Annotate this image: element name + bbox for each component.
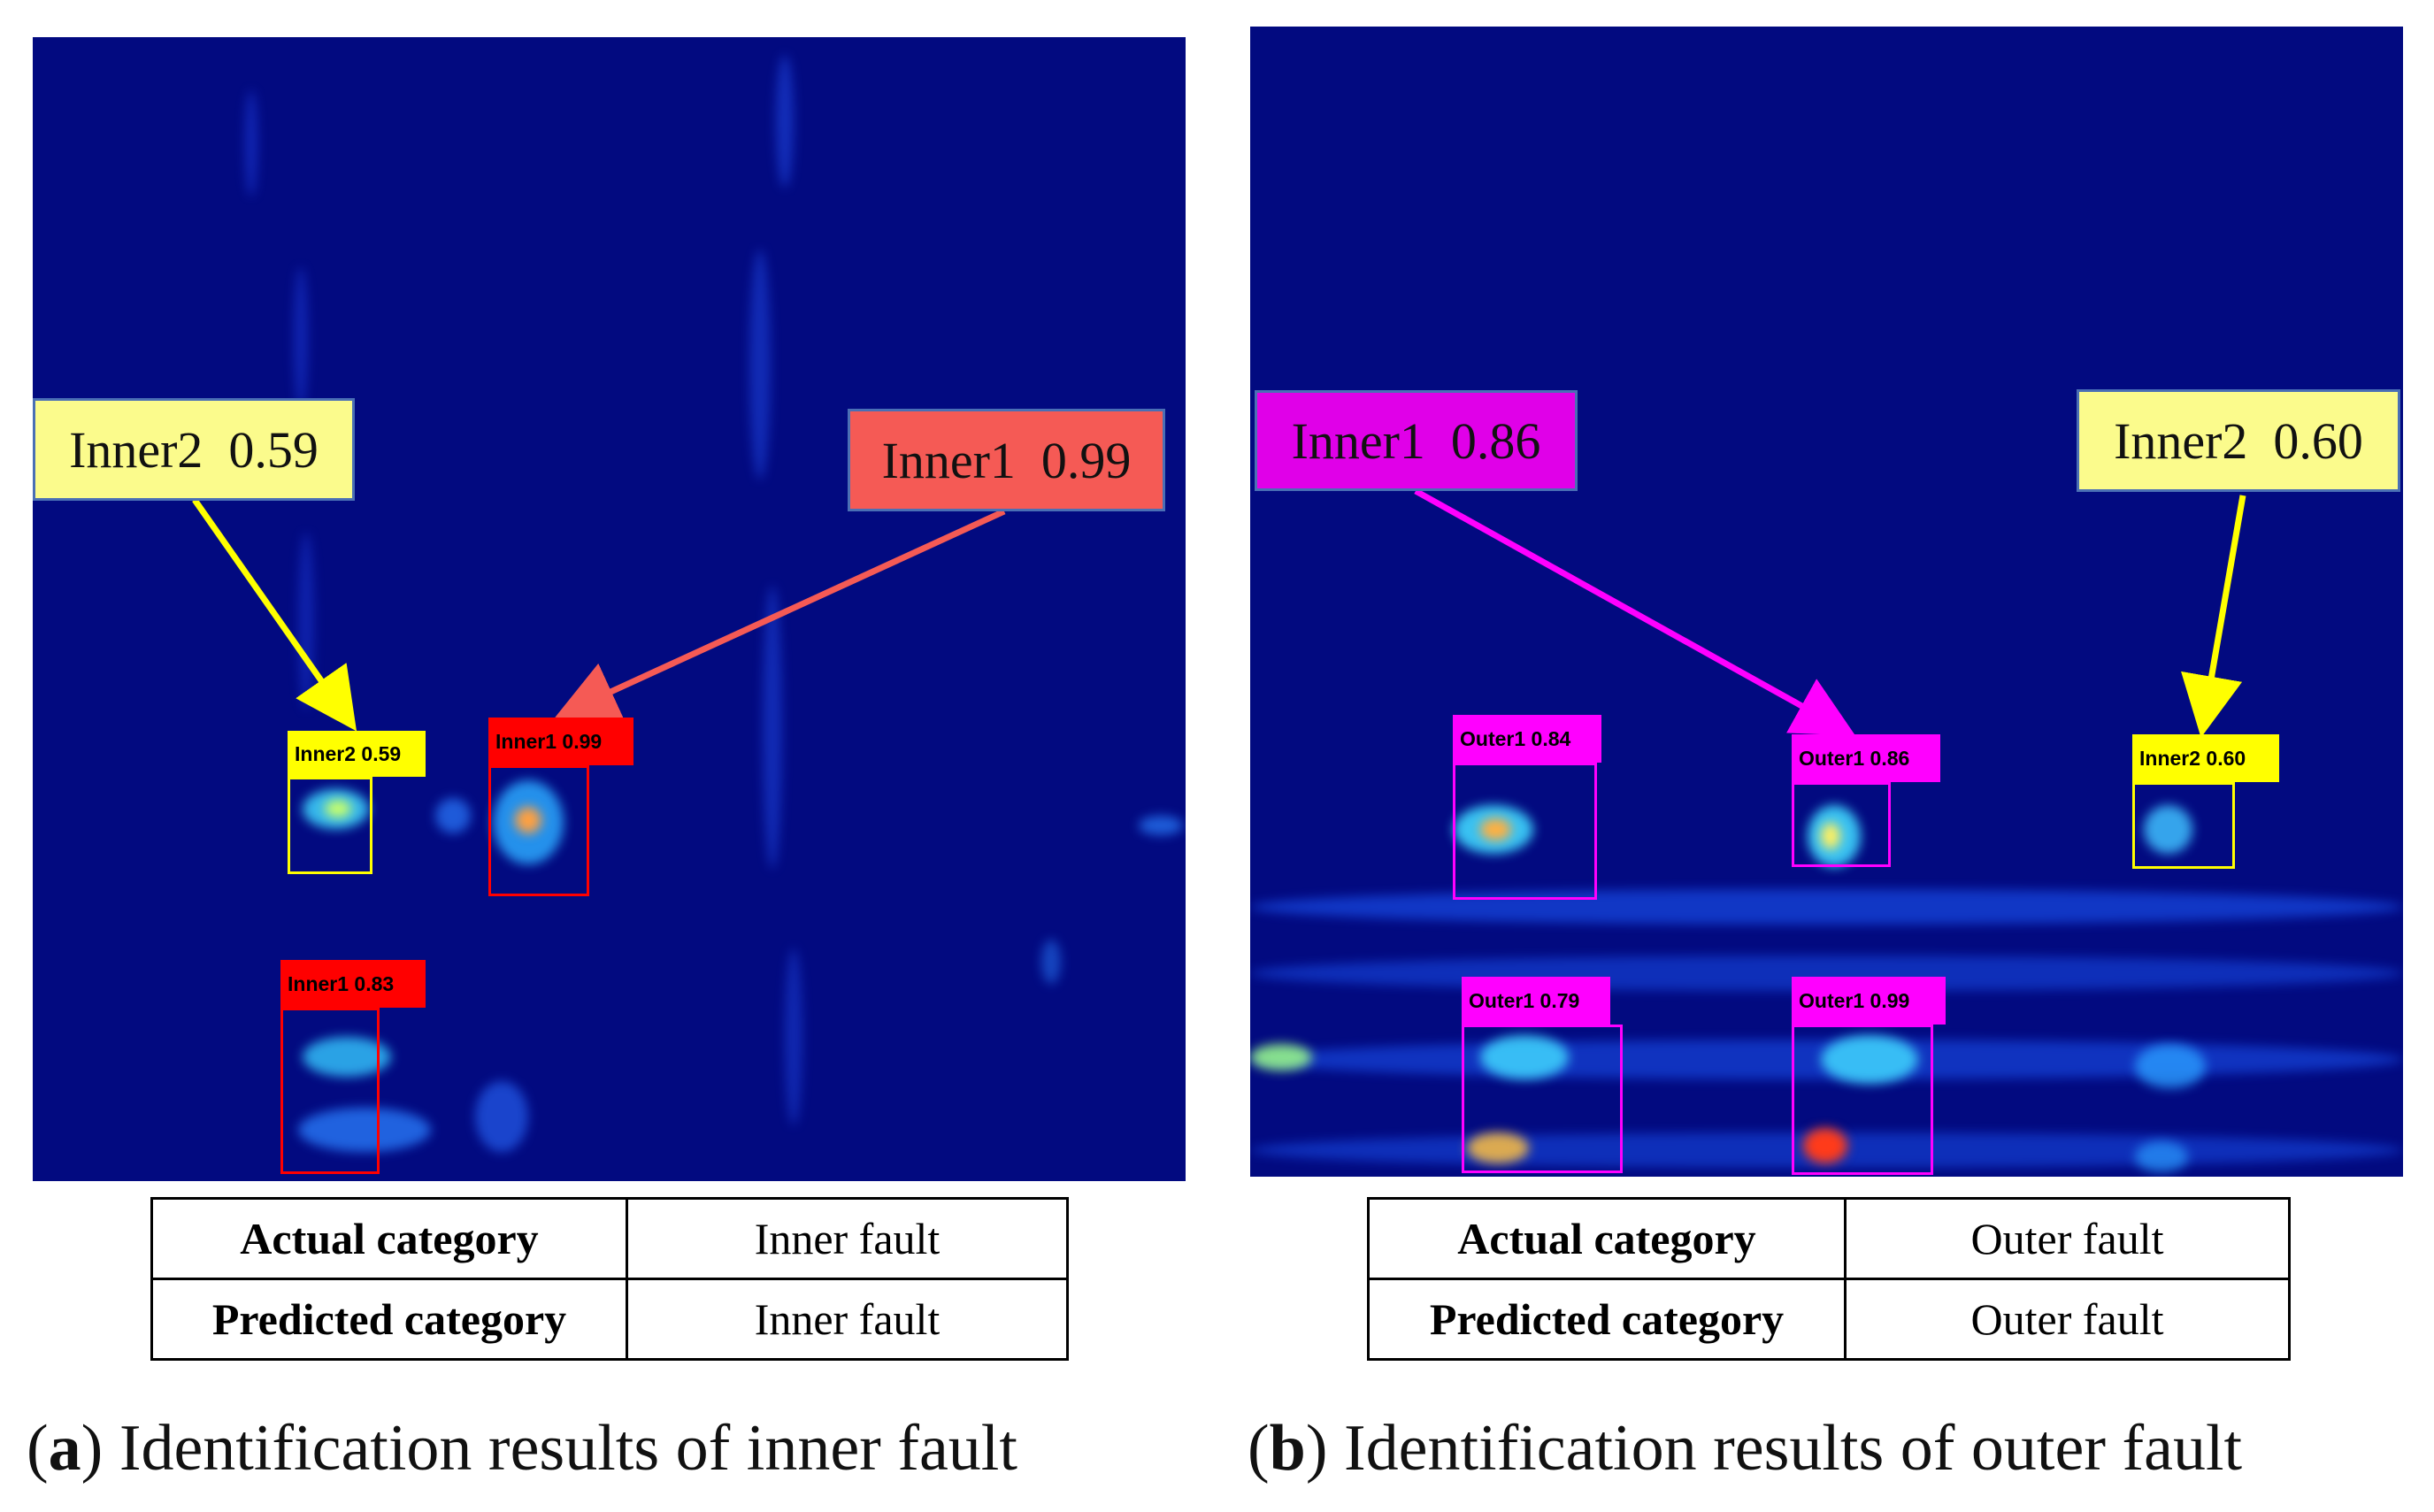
- detection-label: Outer1 0.84: [1453, 715, 1601, 763]
- detection-label: Outer1 0.86: [1792, 734, 1940, 782]
- result-table-b: Actual category Outer fault Predicted ca…: [1367, 1197, 2291, 1361]
- table-row: Actual category Outer fault: [1367, 1197, 2291, 1280]
- detection-box: [1792, 1025, 1933, 1175]
- result-table-a: Actual category Inner fault Predicted ca…: [150, 1197, 1069, 1361]
- callout-text: Inner1 0.86: [1291, 411, 1541, 470]
- actual-category-value: Inner fault: [626, 1197, 1069, 1280]
- callout-inner1-b: Inner1 0.86: [1255, 390, 1578, 491]
- callout-inner2-b: Inner2 0.60: [2077, 389, 2400, 492]
- detection-box: [1792, 782, 1891, 867]
- callout-text: Inner2 0.59: [69, 420, 319, 479]
- caption-letter: b: [1269, 1412, 1306, 1485]
- predicted-category-value: Inner fault: [626, 1278, 1069, 1361]
- table-row: Predicted category Outer fault: [1367, 1278, 2291, 1361]
- callout-text: Inner1 0.99: [881, 431, 1132, 489]
- detection-box: [288, 777, 372, 874]
- actual-category-header: Actual category: [1367, 1197, 1847, 1280]
- spectrogram-image-a: [33, 37, 1186, 1181]
- detection-box: [280, 1008, 380, 1174]
- detection-box: [488, 765, 589, 896]
- caption-a: (a) Identification results of inner faul…: [27, 1412, 1017, 1485]
- table-row: Actual category Inner fault: [150, 1197, 1069, 1280]
- callout-inner2-a: Inner2 0.59: [33, 398, 355, 501]
- actual-category-header: Actual category: [150, 1197, 628, 1280]
- actual-category-value: Outer fault: [1844, 1197, 2291, 1280]
- detection-box: [1453, 763, 1597, 900]
- caption-text: Identification results of outer fault: [1343, 1412, 2243, 1485]
- callout-inner1-a: Inner1 0.99: [848, 409, 1165, 511]
- detection-label: Outer1 0.99: [1792, 977, 1946, 1025]
- caption-b: (b) Identification results of outer faul…: [1248, 1412, 2243, 1485]
- table-row: Predicted category Inner fault: [150, 1278, 1069, 1361]
- predicted-category-header: Predicted category: [1367, 1278, 1847, 1361]
- detection-label: Outer1 0.79: [1462, 977, 1610, 1025]
- predicted-category-value: Outer fault: [1844, 1278, 2291, 1361]
- caption-letter: a: [48, 1412, 81, 1485]
- detection-label: Inner1 0.99: [488, 718, 633, 765]
- predicted-category-header: Predicted category: [150, 1278, 628, 1361]
- caption-text: Identification results of inner fault: [119, 1412, 1017, 1485]
- detection-label: Inner2 0.60: [2132, 734, 2279, 782]
- callout-text: Inner2 0.60: [2114, 411, 2363, 470]
- detection-label: Inner1 0.83: [280, 960, 426, 1008]
- detection-box: [2132, 782, 2235, 869]
- detection-box: [1462, 1025, 1623, 1173]
- detection-label: Inner2 0.59: [288, 731, 426, 777]
